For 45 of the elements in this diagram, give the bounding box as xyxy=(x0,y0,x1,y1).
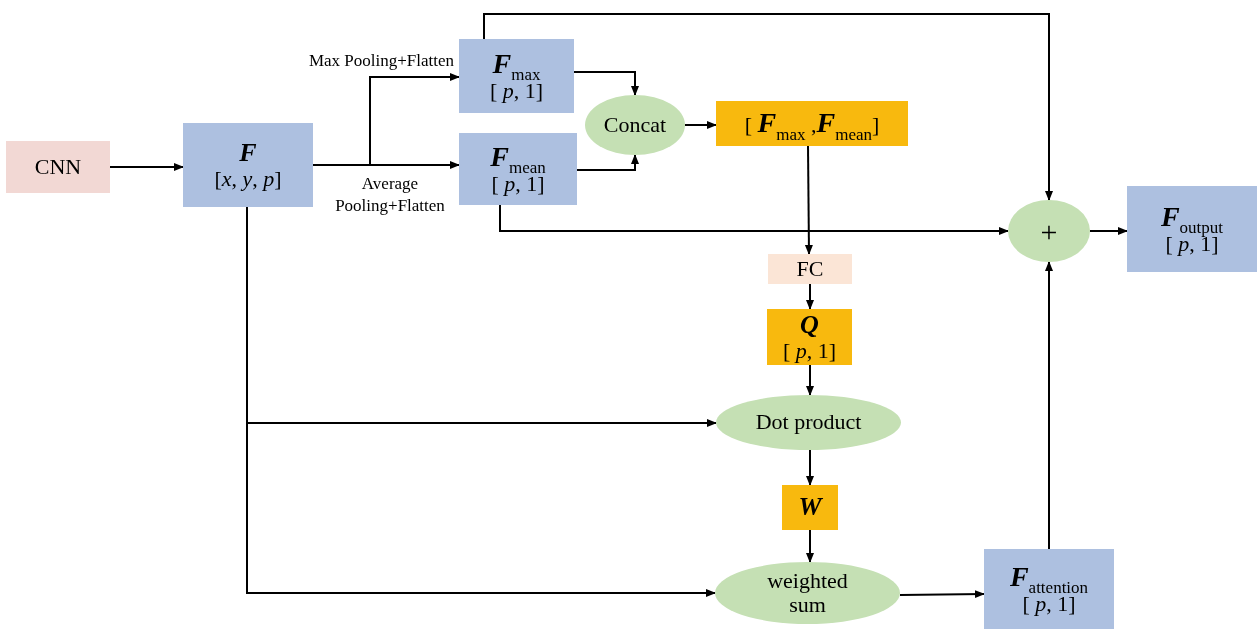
arrow xyxy=(684,121,717,129)
process-box xyxy=(6,141,110,193)
feature-box xyxy=(459,133,577,205)
variable-label: F xyxy=(239,138,257,168)
arrow xyxy=(499,204,1009,235)
variable-label: Q xyxy=(800,310,819,340)
node-label: [x, y, p] xyxy=(214,167,282,192)
arrow xyxy=(573,71,639,96)
node-label: + xyxy=(1040,214,1058,248)
vector-box xyxy=(767,309,852,365)
node-label: [ p, 1] xyxy=(489,79,544,104)
vector-box xyxy=(716,101,908,146)
node-label: [ p, 1] xyxy=(782,339,837,364)
arrow xyxy=(109,163,184,171)
process-box xyxy=(768,254,852,284)
node-label: FC xyxy=(796,256,824,282)
node-label: [ p, 1] xyxy=(1022,592,1076,617)
arrow xyxy=(312,161,460,169)
feature-box xyxy=(1127,186,1257,272)
arrow xyxy=(576,154,639,171)
node-label: Concat xyxy=(603,112,667,138)
feature-box xyxy=(459,39,574,113)
node-label: [ F$_{max}$ ,F$_{mean}$] xyxy=(744,108,880,139)
arrow xyxy=(804,145,813,255)
arrow xyxy=(899,590,985,599)
node-label: W xyxy=(798,493,822,522)
edge-label: Max Pooling+Flatten xyxy=(307,50,454,72)
arrow xyxy=(1089,227,1128,235)
node-label: Dot product xyxy=(755,410,862,435)
variable-label: F$_{mean}$ xyxy=(490,141,546,173)
node-label: weighted sum xyxy=(766,568,849,618)
arrow xyxy=(806,449,814,486)
edge-label: Average Pooling+Flatten xyxy=(334,173,446,217)
arrow xyxy=(806,364,814,396)
arrow xyxy=(806,529,814,563)
node-label: [ p, 1] xyxy=(491,172,545,197)
vector-box xyxy=(782,485,838,530)
arrow xyxy=(483,13,1053,201)
feature-box xyxy=(183,123,313,207)
node-label: CNN xyxy=(34,154,82,180)
feature-box xyxy=(984,549,1114,629)
variable-label: F$_{max}$ xyxy=(492,48,541,80)
arrow xyxy=(806,283,814,310)
variable-label: F$_{attention}$ xyxy=(1009,561,1089,593)
arrow xyxy=(1045,261,1053,550)
